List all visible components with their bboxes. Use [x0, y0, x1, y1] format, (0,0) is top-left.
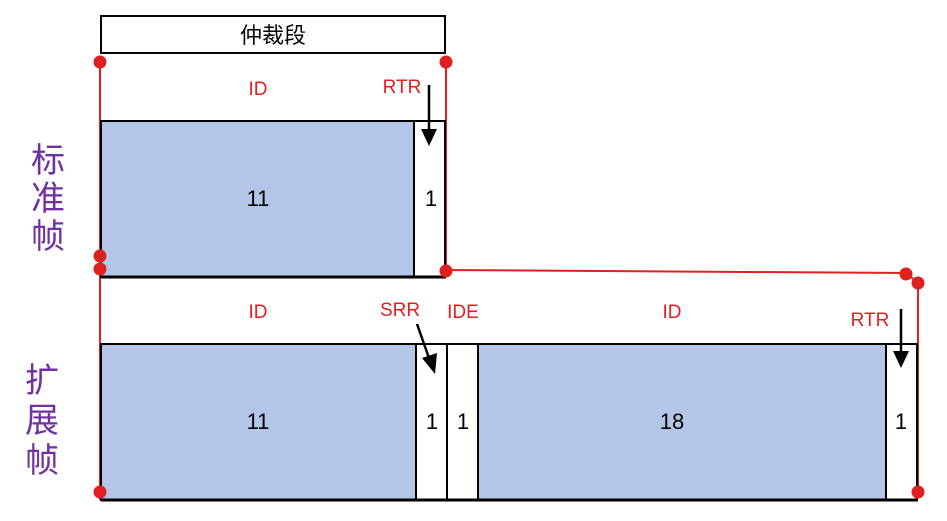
extended-side-char-3: 帧 [25, 441, 59, 481]
corner-dot-top-left [93, 55, 107, 69]
corner-dot-mid-right [439, 264, 453, 278]
standard-rtr-label: RTR [383, 77, 422, 98]
extended-side-char-2: 展 [25, 401, 59, 441]
corner-dot-bottom-right [911, 485, 925, 499]
extended-rtr-bits: 1 [895, 409, 907, 434]
extended-id-field-2 [477, 343, 887, 501]
extended-id-bits-1: 11 [247, 409, 270, 434]
standard-rtr-bits: 1 [425, 186, 437, 211]
extended-ide-label: IDE [447, 302, 479, 323]
corner-dot-standard-left [93, 249, 107, 263]
extended-id-field-1 [100, 343, 417, 501]
standard-id-field [100, 120, 415, 278]
extended-srr-field [415, 343, 448, 501]
standard-rtr-arrow-head [421, 129, 437, 146]
extended-rtr-arrow-head [893, 351, 909, 368]
extended-id-label-1: ID [249, 302, 268, 323]
arbitration-label: 仲裁段 [240, 23, 306, 48]
corner-dot-mid-left [93, 262, 107, 276]
corner-dot-top-right [439, 55, 453, 69]
extended-side-char-1: 扩 [25, 361, 59, 401]
standard-side-char-2: 准 [31, 179, 65, 219]
standard-side-char-1: 标 [31, 141, 65, 181]
standard-rtr-field [413, 120, 446, 278]
extended-ide-bits: 1 [457, 409, 469, 434]
extended-srr-bits: 1 [426, 409, 438, 434]
extended-srr-label: SRR [380, 300, 420, 321]
standard-id-label: ID [249, 79, 268, 100]
extended-rtr-label: RTR [851, 310, 890, 331]
corner-dot-extended-top-right [899, 267, 913, 281]
standard-side-char-3: 帧 [31, 217, 65, 257]
extended-id-bits-2: 18 [660, 409, 684, 434]
corner-dot-extended-top-right-2 [911, 276, 925, 290]
corner-dot-bottom-left [93, 485, 107, 499]
extended-srr-arrow-shaft [415, 323, 431, 359]
extended-srr-arrow-head [422, 353, 437, 374]
arbitration-box [100, 15, 446, 54]
standard-id-bits: 11 [247, 186, 270, 211]
extended-rtr-field [885, 343, 918, 501]
extended-id-label-2: ID [663, 302, 682, 323]
